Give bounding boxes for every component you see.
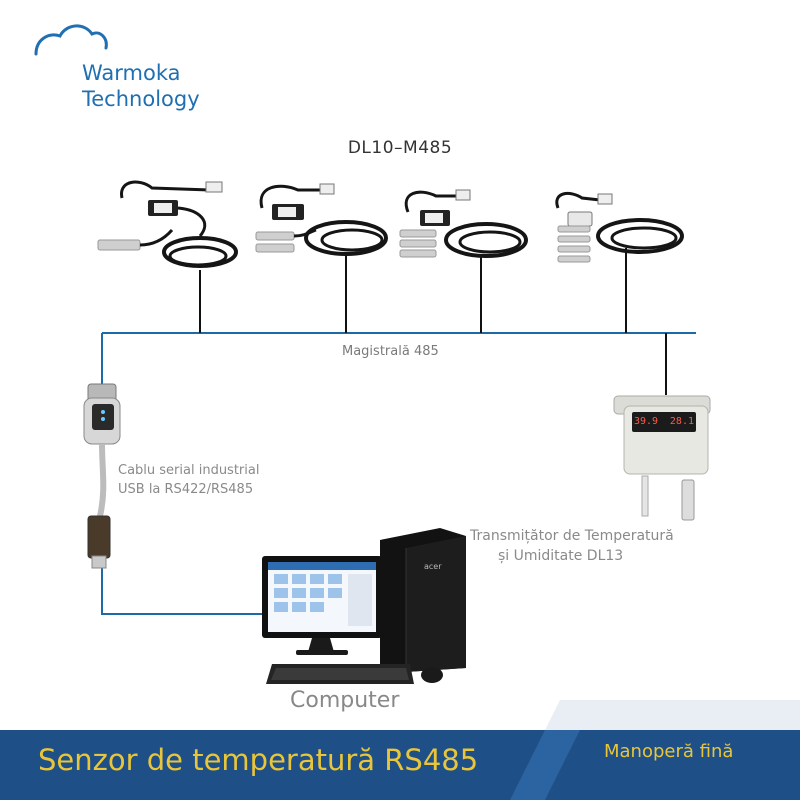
brand-name: Warmoka Technology bbox=[82, 60, 200, 112]
transmitter-display: 39.9 28.1 bbox=[634, 414, 694, 430]
computer-label: Computer bbox=[290, 688, 400, 713]
bus-label: Magistrală 485 bbox=[342, 344, 439, 359]
computer-keyboard bbox=[266, 664, 414, 684]
tower-brand: acer bbox=[424, 562, 442, 571]
transmitter-label-line-1: Transmițător de Temperatură bbox=[470, 528, 674, 544]
cable-label-line-1: Cablu serial industrial bbox=[118, 463, 260, 478]
cable-label-line-2: USB la RS422/RS485 bbox=[118, 482, 254, 497]
usb-serial-cable bbox=[83, 383, 121, 569]
banner-tag: Manoperă fină bbox=[604, 741, 734, 762]
banner-background bbox=[0, 730, 800, 800]
cable-label: Cablu serial industrial USB la RS422/RS4… bbox=[118, 461, 259, 499]
transmitter-label: Transmițător de Temperatură și Umiditate… bbox=[470, 526, 674, 566]
banner-highlight bbox=[545, 700, 800, 730]
sensor-probe-4 bbox=[555, 191, 684, 263]
sensor-probe-1 bbox=[97, 180, 238, 268]
banner-accent bbox=[510, 730, 580, 800]
sensor-probe-3 bbox=[399, 189, 528, 258]
transmitter-label-line-2: și Umiditate DL13 bbox=[498, 548, 624, 564]
computer-mouse bbox=[421, 667, 443, 683]
computer-tower bbox=[380, 528, 466, 672]
usb-to-computer-line bbox=[101, 568, 262, 615]
brand-line-2: Technology bbox=[82, 87, 200, 111]
brand-line-1: Warmoka bbox=[82, 61, 181, 85]
display-right-value: 28.1 bbox=[669, 416, 694, 427]
display-left-value: 39.9 bbox=[634, 416, 659, 427]
model-title: DL10–M485 bbox=[347, 138, 453, 158]
computer-monitor bbox=[262, 556, 382, 655]
cloud-logo-icon bbox=[34, 24, 108, 56]
banner-title: Senzor de temperatură RS485 bbox=[38, 743, 479, 777]
sensor-probe-2 bbox=[255, 183, 388, 256]
transmitter-device bbox=[613, 395, 711, 521]
